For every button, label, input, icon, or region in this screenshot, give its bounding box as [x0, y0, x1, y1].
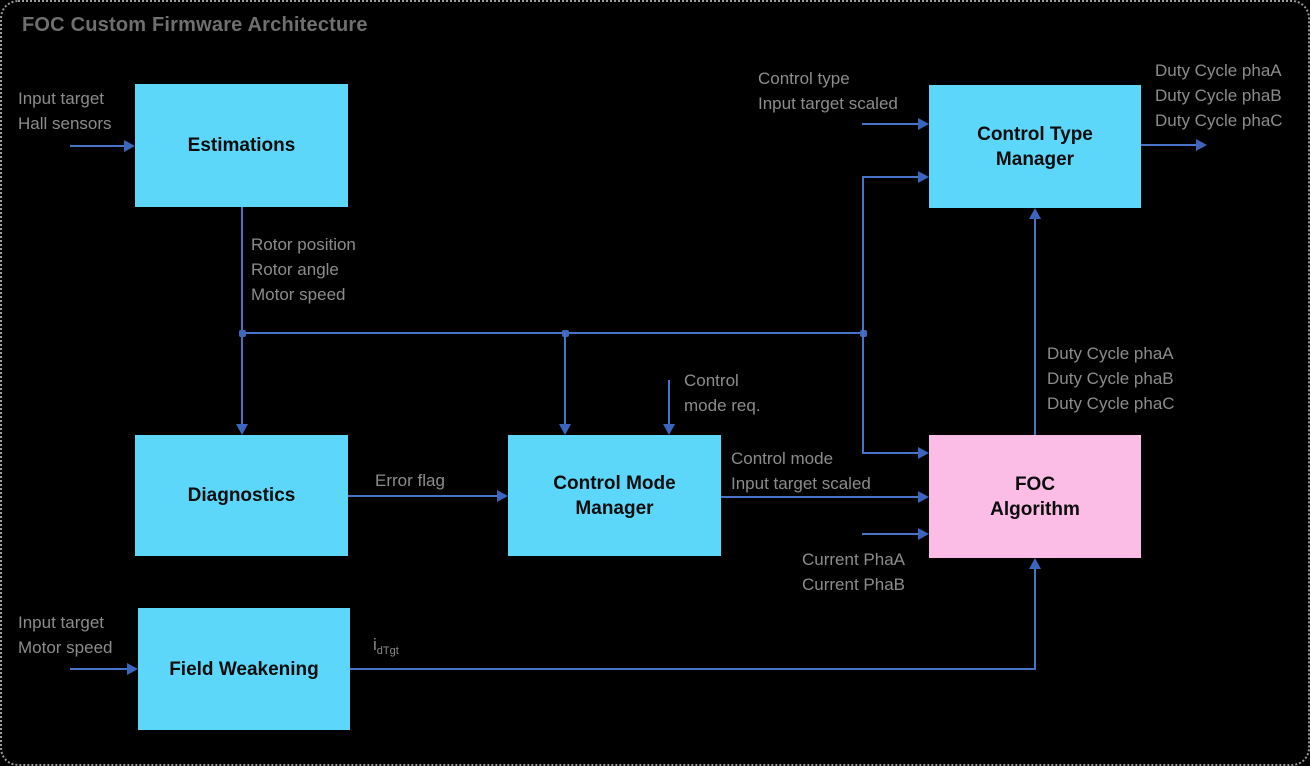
line-estimations-to-diagnostics: [241, 207, 243, 424]
block-label: FOC: [1014, 473, 1056, 495]
arrowhead-icon: [124, 140, 135, 152]
block-control-mode-manager: Control Mode Manager: [508, 435, 721, 556]
signal-label: Input target: [18, 89, 105, 108]
block-field-weakening: Field Weakening: [138, 608, 350, 730]
block-label: Control Type: [977, 123, 1093, 145]
signal-label: Input target scaled: [758, 94, 898, 113]
arrowhead-icon: [918, 491, 929, 503]
block-label: Control Mode: [553, 472, 676, 494]
arrowhead-icon: [497, 490, 508, 502]
arrowhead-icon: [1029, 558, 1041, 569]
arrowhead-icon: [1029, 208, 1041, 219]
signal-label: Control type: [758, 69, 850, 88]
arrowhead-icon: [918, 447, 929, 459]
block-label: Diagnostics: [187, 485, 296, 506]
estimations-input-labels: Input target Hall sensors: [18, 86, 112, 136]
arrow-diagnostics-to-cmm: [348, 495, 497, 497]
arrow-ctm-output: [1141, 144, 1196, 146]
block-label: Algorithm: [990, 498, 1080, 520]
arrowhead-icon: [663, 424, 675, 435]
signal-label: Motor speed: [18, 638, 113, 657]
line-field-weakening-to-foc-vertical: [1034, 569, 1036, 670]
signal-label: Duty Cycle phaA: [1047, 344, 1174, 363]
signal-label: Duty Cycle phaC: [1047, 394, 1175, 413]
junction-dot: [239, 330, 246, 337]
idtgt-subscript: dTgt: [376, 645, 399, 657]
estimations-output-labels: Rotor position Rotor angle Motor speed: [251, 232, 356, 307]
arrowhead-icon: [918, 118, 929, 130]
idtgt-base: i: [373, 635, 377, 654]
block-estimations: Estimations: [135, 84, 348, 207]
block-label: Manager: [995, 148, 1075, 170]
arrow-input-to-estimations: [70, 145, 124, 147]
diagram-title: FOC Custom Firmware Architecture: [22, 14, 368, 36]
signal-label: Duty Cycle phaB: [1155, 86, 1282, 105]
block-control-type-manager: Control Type Manager: [929, 85, 1141, 208]
signal-label: Duty Cycle phaC: [1155, 111, 1283, 130]
signal-label: Motor speed: [251, 285, 346, 304]
block-label: Field Weakening: [169, 658, 319, 680]
arrow-currents-to-foc: [862, 533, 918, 535]
arrow-input-to-field-weakening: [70, 668, 127, 670]
signal-label: Duty Cycle phaB: [1047, 369, 1174, 388]
line-bus-to-control-mode-manager: [564, 333, 566, 424]
line-bus-to-foc-algorithm: [863, 452, 918, 454]
signal-label: Control mode: [731, 449, 834, 468]
arrow-cmm-to-foc: [721, 496, 918, 498]
line-bus-riser: [862, 176, 864, 454]
block-label: Estimations: [187, 135, 296, 156]
arrow-foc-to-ctm: [1034, 219, 1036, 435]
signal-label: Input target: [18, 613, 105, 632]
signal-label: Rotor angle: [251, 260, 339, 279]
arrowhead-icon: [236, 424, 248, 435]
signal-label: Input target scaled: [731, 474, 871, 493]
arrowhead-icon: [918, 528, 929, 540]
error-flag-label: Error flag: [375, 471, 445, 490]
block-label: Manager: [575, 497, 654, 519]
signal-label: Control: [684, 371, 739, 390]
block-diagnostics: Diagnostics: [135, 435, 348, 556]
line-field-weakening-to-foc-horizontal: [350, 668, 1036, 670]
arrow-control-type-to-ctm: [862, 123, 918, 125]
control-mode-manager-output-labels: Control mode Input target scaled: [731, 446, 871, 496]
signal-label: Current PhaB: [802, 575, 905, 594]
arrowhead-icon: [918, 171, 929, 183]
signal-label: mode req.: [684, 396, 761, 415]
arrowhead-icon: [559, 424, 571, 435]
signal-label: Rotor position: [251, 235, 356, 254]
signal-label: Duty Cycle phaA: [1155, 61, 1282, 80]
arrowhead-icon: [127, 663, 138, 675]
line-bus-to-control-type-manager: [863, 176, 918, 178]
arrow-mode-request-to-cmm: [668, 380, 670, 424]
arrowhead-icon: [1196, 139, 1207, 151]
idtgt-label: idTgt: [373, 632, 399, 664]
foc-current-input-labels: Current PhaA Current PhaB: [802, 547, 905, 597]
foc-output-labels: Duty Cycle phaA Duty Cycle phaB Duty Cyc…: [1047, 341, 1175, 416]
signal-label: Current PhaA: [802, 550, 905, 569]
control-type-manager-output-labels: Duty Cycle phaA Duty Cycle phaB Duty Cyc…: [1155, 58, 1283, 133]
line-estimations-bus: [241, 332, 864, 334]
block-foc-algorithm: FOC Algorithm: [929, 435, 1141, 558]
field-weakening-input-labels: Input target Motor speed: [18, 610, 113, 660]
control-mode-request-labels: Control mode req.: [684, 368, 761, 418]
signal-label: Hall sensors: [18, 114, 112, 133]
control-type-manager-input-labels: Control type Input target scaled: [758, 66, 898, 116]
